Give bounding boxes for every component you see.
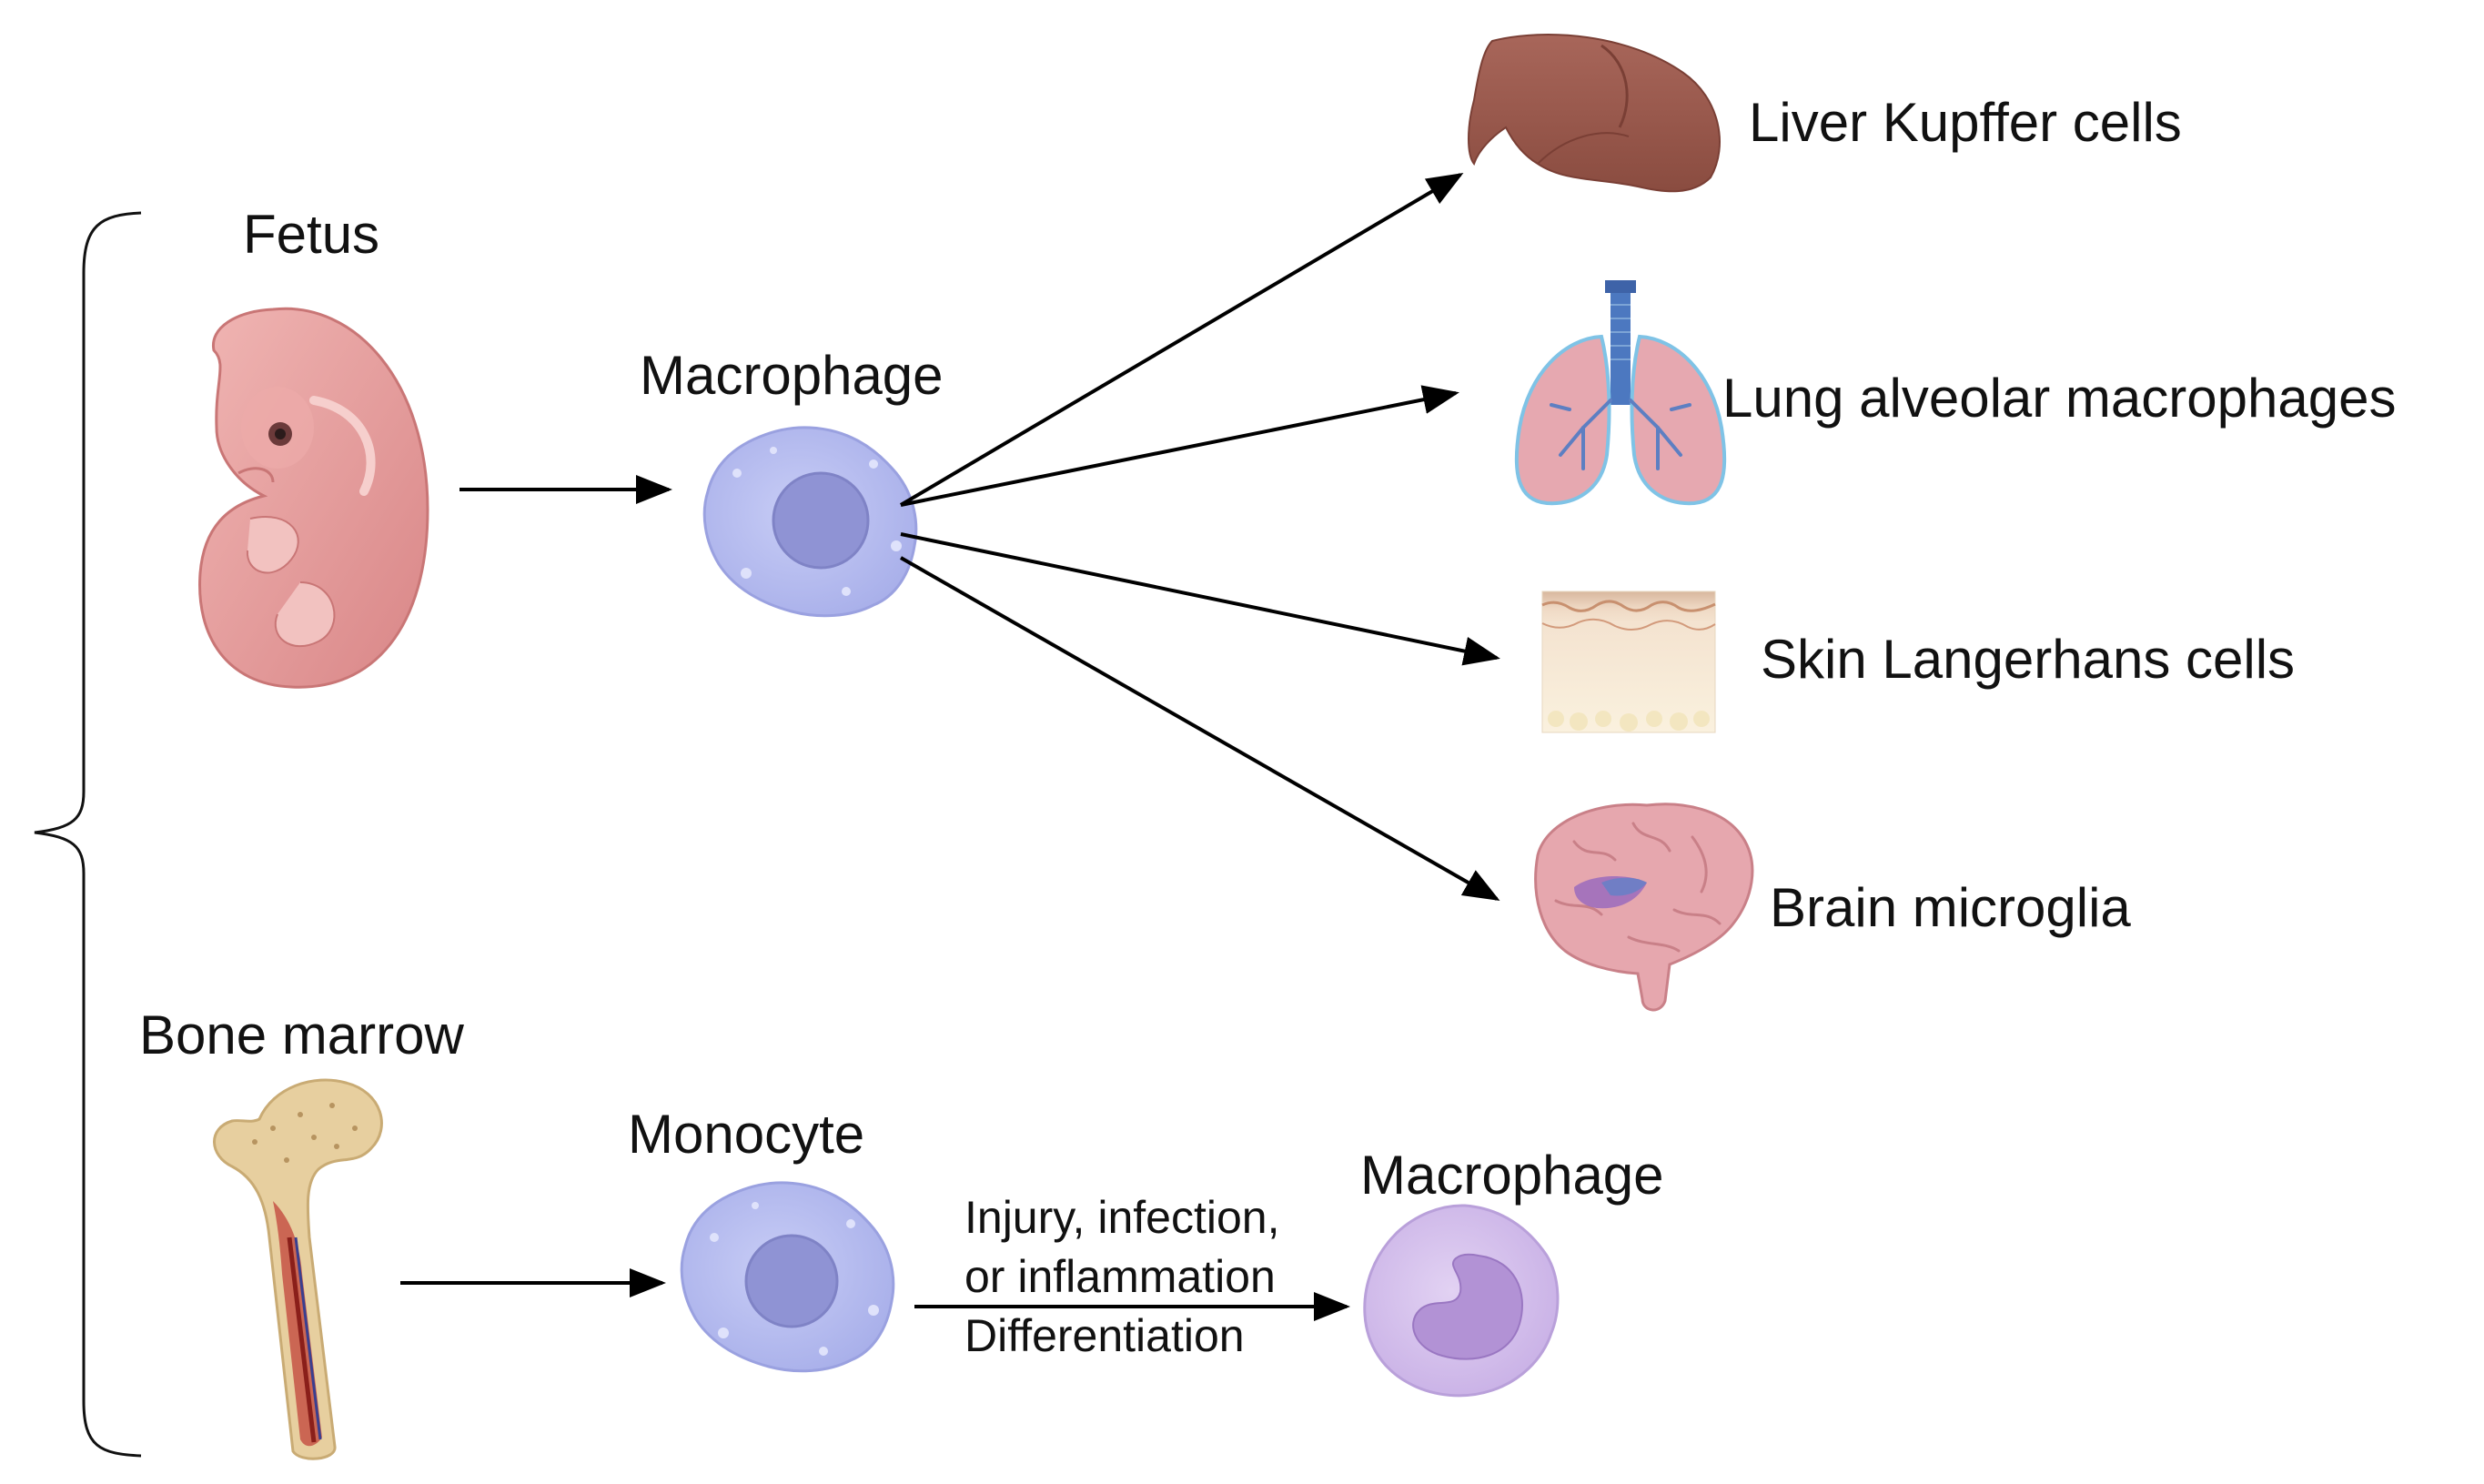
differentiation-trigger-line1: Injury, infection,: [964, 1192, 1280, 1243]
fetal-macrophage-label: Macrophage: [640, 345, 944, 406]
macrophage-to-skin-arrow: [900, 532, 1500, 666]
left-bracket: [34, 211, 142, 1458]
liver-kupffer-label: Liver Kupffer cells: [1749, 92, 2182, 153]
macrophage-to-liver-arrow: [899, 172, 1464, 507]
lung-alveolar-label: Lung alveolar macrophages: [1722, 368, 2397, 429]
monocyte-label: Monocyte: [628, 1104, 865, 1165]
skin-langerhans-label: Skin Langerhans cells: [1761, 629, 2296, 690]
fetus-label: Fetus: [243, 204, 380, 265]
differentiation-trigger-line2: or inflammation: [964, 1251, 1276, 1302]
brain-icon: [1534, 803, 1754, 1012]
derived-macrophage-label: Macrophage: [1360, 1145, 1664, 1206]
brain-microglia-label: Brain microglia: [1770, 877, 2131, 938]
fetus-icon: [198, 307, 429, 689]
skin-icon: [1541, 591, 1716, 733]
macrophage-to-brain-arrow: [900, 556, 1500, 901]
differentiation-label: Differentiation: [964, 1310, 1245, 1361]
lungs-icon: [1514, 280, 1727, 506]
liver-icon: [1468, 34, 1721, 193]
monocyte-cell-icon: [680, 1181, 895, 1373]
bone-marrow-label: Bone marrow: [139, 1004, 464, 1065]
derived-macrophage-cell-icon: [1363, 1204, 1560, 1398]
fetal-macrophage-cell-icon: [702, 426, 918, 618]
macrophage-to-lung-arrow: [900, 385, 1459, 507]
bone-icon: [213, 1078, 383, 1460]
